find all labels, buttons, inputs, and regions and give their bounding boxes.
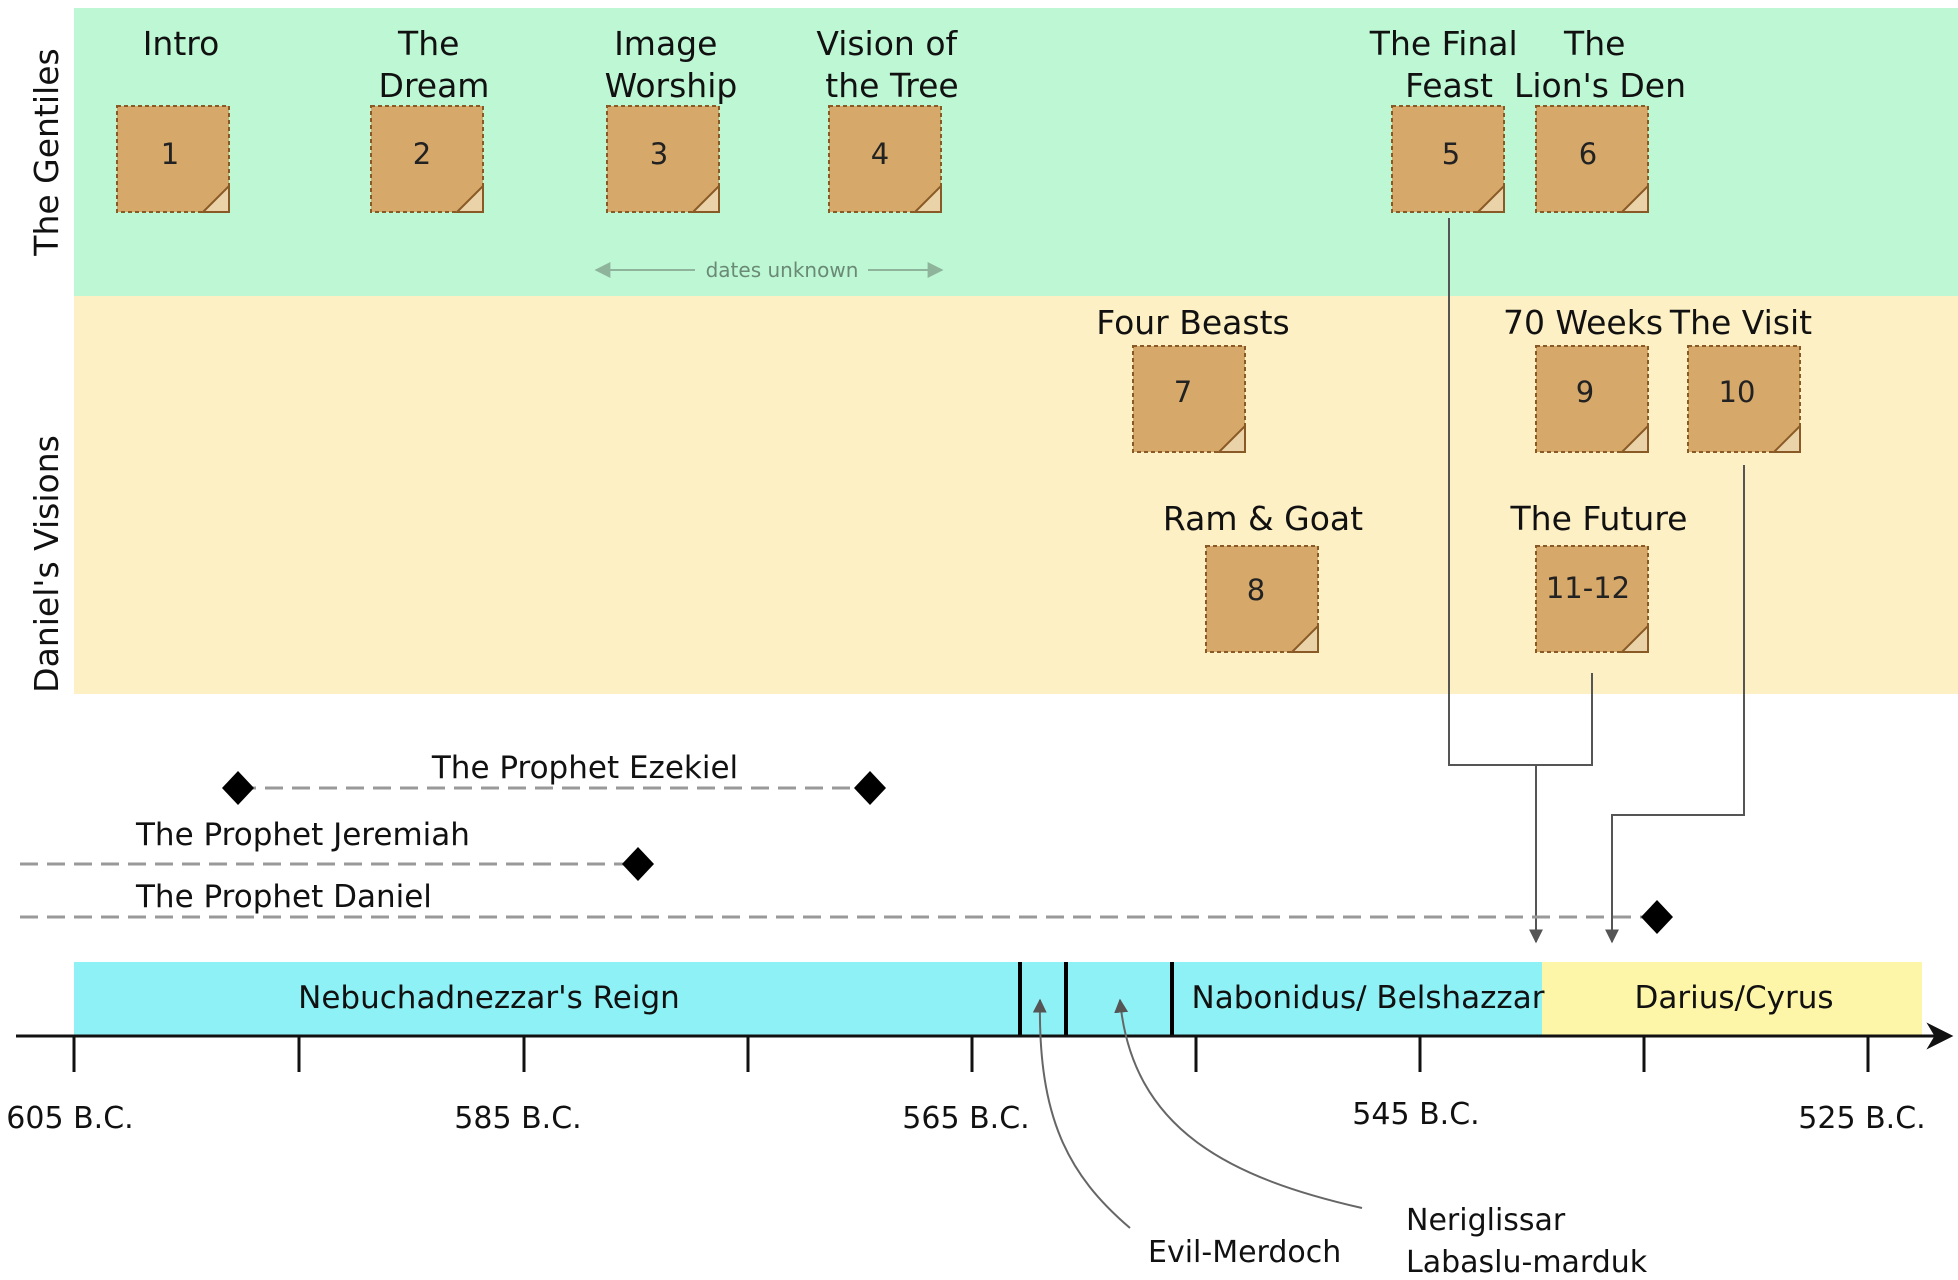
chapter-card-4: Vision of the Tree 4 (816, 24, 967, 213)
chapter-title: The Dream (379, 24, 490, 105)
chapter-number: 3 (650, 137, 668, 171)
reign-bars: Nebuchadnezzar's Reign Nabonidus/ Belsha… (74, 962, 1922, 1036)
labaslu-label: Labaslu-marduk (1406, 1245, 1648, 1280)
chapter-number: 11-12 (1546, 571, 1630, 605)
chapter-title: The Final Feast (1369, 24, 1528, 105)
reign-darius-label: Darius/Cyrus (1634, 980, 1833, 1016)
prophet-daniel-label: The Prophet Daniel (135, 879, 432, 915)
chapter-number: 9 (1576, 375, 1594, 409)
chapter-number: 7 (1174, 375, 1192, 409)
chapter-card-10: The Visit 10 (1669, 303, 1812, 453)
dates-unknown-label: dates unknown (706, 258, 859, 282)
scroll-icon (1535, 545, 1649, 653)
chapter-title: 70 Weeks (1503, 303, 1663, 342)
scroll-icon (828, 105, 942, 213)
reign-nabonidus-label: Nabonidus/ Belshazzar (1192, 980, 1545, 1016)
chapter-card-2: The Dream 2 (370, 24, 490, 213)
scroll-icon (1687, 345, 1801, 453)
chapter-card-7: Four Beasts 7 (1096, 303, 1290, 453)
chapter-title: The Future (1510, 499, 1688, 538)
prophet-ezekiel-label: The Prophet Ezekiel (431, 750, 738, 786)
scroll-icon (1535, 345, 1649, 453)
scroll-icon (1391, 105, 1505, 213)
reign-darius-bar (1542, 962, 1922, 1036)
chapter-number: 8 (1247, 573, 1265, 607)
visions-band (74, 296, 1958, 694)
chapter-card-9: 70 Weeks 9 (1503, 303, 1663, 453)
neriglissar-pointer (1114, 998, 1363, 1209)
reign-interim-bar (1020, 962, 1172, 1036)
neriglissar-label: Neriglissar (1406, 1203, 1566, 1238)
chapter-card-6: The Lion's Den 6 (1514, 24, 1686, 213)
axis-tick-label: 545 B.C. (1352, 1097, 1479, 1132)
prophet-jeremiah-label: The Prophet Jeremiah (135, 817, 470, 853)
prophet-daniel-line: The Prophet Daniel (20, 879, 1673, 934)
chapter-connectors (1448, 218, 1745, 944)
reign-nebuchadnezzar-bar (74, 962, 1020, 1036)
chapter-title: Image Worship (605, 24, 738, 105)
chapter-card-5: The Final Feast 5 (1369, 24, 1528, 213)
end-diamond-icon (1641, 900, 1673, 934)
gentiles-band (74, 8, 1958, 296)
axis-tick-label: 525 B.C. (1798, 1101, 1925, 1136)
gentiles-band-label: The Gentiles (27, 48, 66, 256)
chapter-title: Four Beasts (1096, 303, 1289, 342)
start-diamond-icon (222, 771, 254, 805)
chapter-title: Intro (143, 24, 220, 63)
scroll-icon (1132, 345, 1246, 453)
chapter-number: 10 (1719, 375, 1756, 409)
chapter-title: The Lion's Den (1514, 24, 1686, 105)
chapter-number: 5 (1442, 137, 1460, 171)
chapter-card-11-12: The Future 11-12 (1510, 499, 1688, 653)
axis-tick-label: 585 B.C. (454, 1101, 581, 1136)
chapter-number: 2 (413, 137, 431, 171)
chapter-title: Ram & Goat (1163, 499, 1363, 538)
prophet-ezekiel-line: The Prophet Ezekiel (222, 750, 886, 805)
time-axis: 605 B.C. 585 B.C. 565 B.C. 545 B.C. 525 … (6, 1022, 1954, 1136)
end-diamond-icon (622, 847, 654, 881)
evil-merdoch-label: Evil-Merdoch (1148, 1235, 1341, 1270)
chapter-number: 1 (161, 137, 179, 171)
axis-tick-label: 565 B.C. (902, 1101, 1029, 1136)
scroll-icon (1205, 545, 1319, 653)
chapter-number: 4 (871, 137, 889, 171)
scroll-icon (370, 105, 484, 213)
chapter-card-1: Intro 1 (116, 24, 230, 213)
chapter-card-8: Ram & Goat 8 (1163, 499, 1363, 653)
reign-nabonidus-bar (1172, 962, 1542, 1036)
end-diamond-icon (854, 771, 886, 805)
evil-merdoch-pointer (1032, 998, 1131, 1229)
scroll-icon (1535, 105, 1649, 213)
chapter-title: The Visit (1669, 303, 1812, 342)
kings-annotations: Evil-Merdoch Neriglissar Labaslu-marduk (1032, 998, 1648, 1280)
chapter-number: 6 (1579, 137, 1597, 171)
axis-tick-label: 605 B.C. (6, 1101, 133, 1136)
visions-band-label: Daniel's Visions (27, 435, 66, 693)
prophet-jeremiah-line: The Prophet Jeremiah (20, 817, 654, 881)
scroll-icon (606, 105, 720, 213)
chapter-card-3: Image Worship 3 (605, 24, 738, 213)
scroll-icon (116, 105, 230, 213)
reign-nebuchadnezzar-label: Nebuchadnezzar's Reign (298, 980, 680, 1016)
chapter-title: Vision of the Tree (816, 24, 967, 105)
dates-unknown-range: dates unknown (594, 258, 944, 282)
